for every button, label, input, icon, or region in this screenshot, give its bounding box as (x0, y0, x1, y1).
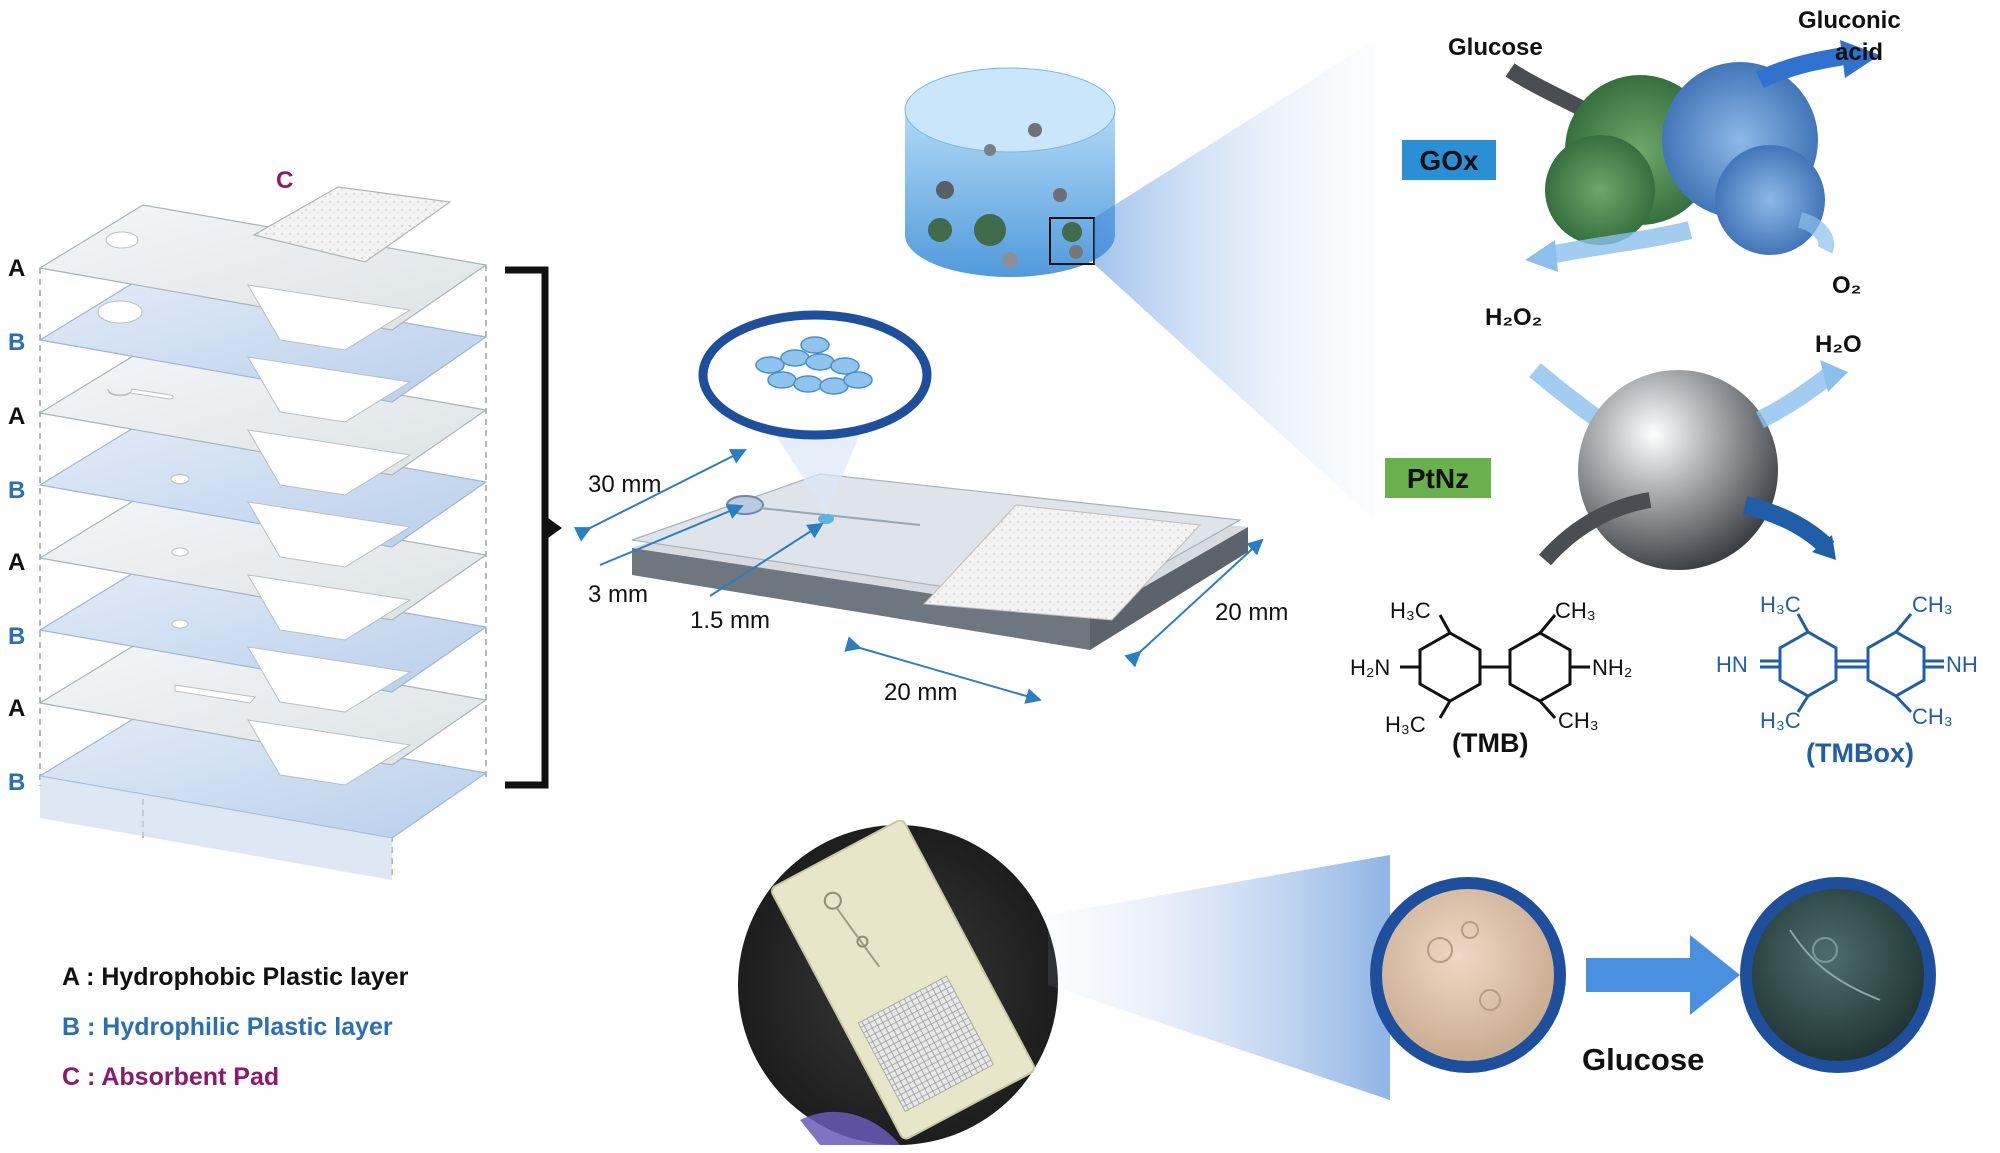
assembled-device: 30 mm 3 mm 1.5 mm 20 mm 20 mm (573, 310, 1288, 706)
gluconic-label-1: Gluconic (1798, 7, 1901, 34)
layer-label: A (8, 255, 25, 282)
bracket-arrow (548, 518, 562, 538)
legend: A : Hydrophobic Plastic layer B : Hydrop… (62, 963, 409, 1091)
h2o2-label: H₂O₂ (1485, 304, 1542, 331)
tmbox-nh: NH (1946, 652, 1978, 677)
dim-pad-length: 20 mm (884, 679, 957, 706)
layer-label: A (8, 695, 25, 722)
dim-pad-width: 20 mm (1215, 599, 1288, 626)
tmbox-h3c-top: H₃C (1760, 592, 1801, 617)
pad-label: C (276, 167, 293, 194)
layer-stack: A B A B A B A B C (8, 167, 562, 880)
pad-before (1370, 877, 1566, 1073)
tmb-structure (1400, 614, 1590, 719)
platinum-nanozyme-sphere (1578, 370, 1778, 570)
legend-b: B : Hydrophilic Plastic layer (62, 1013, 393, 1041)
assembly-bracket (505, 266, 549, 789)
dim-width: 30 mm (588, 471, 661, 498)
dim-inlet: 3 mm (588, 581, 648, 608)
zoom-beam (1094, 40, 1375, 520)
tmb-ch3-top: CH₃ (1555, 598, 1596, 623)
tmbox-ch3-bottom: CH₃ (1912, 704, 1953, 729)
gluconic-label-2: acid (1835, 39, 1883, 66)
gox-badge (1402, 140, 1496, 180)
layer-label: B (8, 329, 25, 356)
h2o-label: H₂O (1815, 331, 1862, 358)
nanozyme-reaction: H₂O PtNz (1385, 331, 1862, 570)
layer-b-2 (38, 276, 488, 423)
gox-label: GOx (1419, 145, 1479, 176)
layer-label: A (8, 403, 25, 430)
tmb-name: (TMB) (1452, 728, 1528, 758)
layer-b-6 (38, 566, 488, 713)
layer-label: B (8, 769, 25, 796)
tmb-h3c-top: H₃C (1390, 598, 1431, 623)
glucose-label: Glucose (1448, 34, 1543, 61)
tmbox-h3c-bottom: H₃C (1760, 708, 1801, 733)
layer-b-4 (38, 421, 488, 568)
layer-a-3 (38, 349, 488, 496)
legend-c: C : Absorbent Pad (62, 1063, 279, 1091)
layer-label: B (8, 477, 25, 504)
layer-label: B (8, 623, 25, 650)
ptnz-badge (1385, 458, 1491, 498)
dim-channel: 1.5 mm (690, 607, 770, 634)
enzyme-reaction: Glucose Gluconic acid GOx O₂ H₂O₂ (1402, 7, 1901, 331)
hydrogel-cylinder (904, 67, 1116, 277)
tmbox-hn: HN (1716, 652, 1748, 677)
tmb-h3c-bottom: H₃C (1385, 712, 1426, 737)
layer-a-1 (38, 204, 488, 351)
legend-a: A : Hydrophobic Plastic layer (62, 963, 409, 991)
pad-after (1740, 877, 1936, 1073)
o2-label: O₂ (1832, 272, 1861, 299)
tmb-nh2: NH₂ (1592, 655, 1632, 680)
tmb-labels: H₃C CH₃ H₂N NH₂ H₃C CH₃ (TMB) (1350, 598, 1632, 758)
hydrogel-discs (755, 336, 873, 395)
tmbox-structure (1760, 613, 1944, 714)
layer-b-8 (38, 712, 488, 880)
device-photo (738, 819, 1058, 1145)
tmbox-labels: H₃C CH₃ HN NH H₃C CH₃ (TMBox) (1716, 592, 1978, 768)
layer-label: A (8, 549, 25, 576)
tmbox-name: (TMBox) (1806, 738, 1914, 768)
color-change-arrow (1586, 935, 1740, 1015)
result-glucose-label: Glucose (1582, 1042, 1704, 1077)
magnify-beam (1048, 855, 1390, 1100)
tmb-ch3-bottom: CH₃ (1558, 708, 1599, 733)
tmbox-ch3-top: CH₃ (1912, 592, 1953, 617)
ptnz-label: PtNz (1407, 463, 1469, 494)
tmb-h2n: H₂N (1350, 655, 1390, 680)
layer-a-5 (38, 494, 488, 641)
absorbent-pad-c (252, 186, 452, 263)
layer-a-7 (38, 639, 488, 786)
